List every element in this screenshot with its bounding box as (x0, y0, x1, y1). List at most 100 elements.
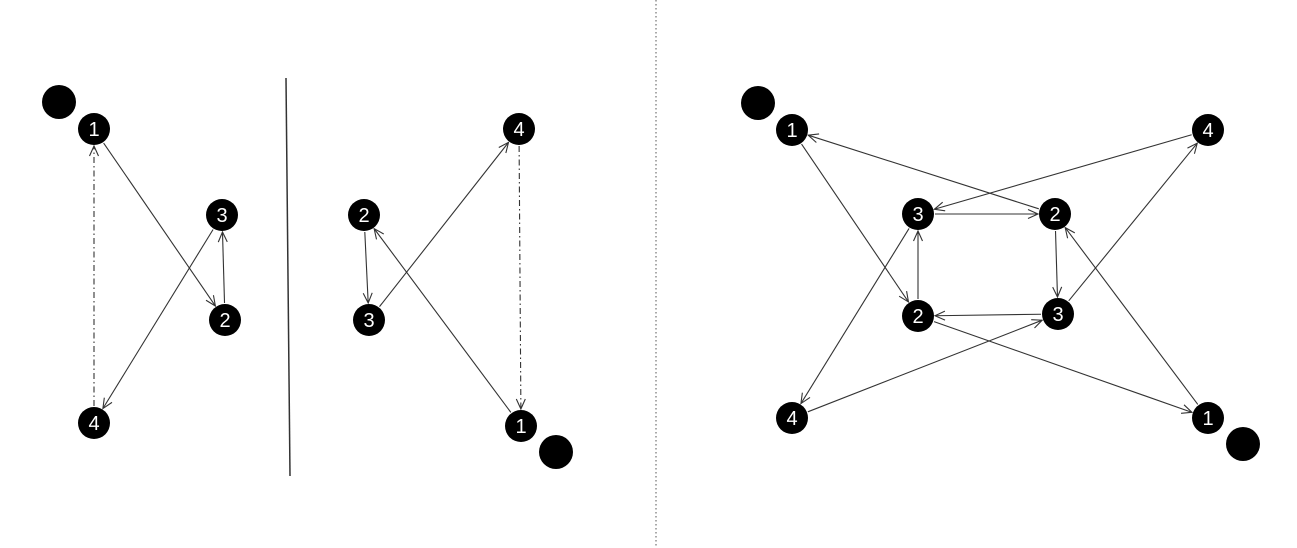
node-circle (78, 407, 110, 439)
start-marker (539, 435, 573, 469)
edge-line (373, 228, 512, 413)
node-label: 4 (88, 413, 99, 435)
node-label: 3 (1052, 304, 1063, 326)
start-markers (42, 85, 1260, 469)
arrowhead (1031, 319, 1044, 329)
node-m4: 4 (503, 113, 535, 145)
edge-line (518, 145, 522, 410)
arrowhead (362, 292, 373, 305)
node-circle (78, 113, 110, 145)
edge-m4-m1 (515, 145, 526, 411)
node-l1: 1 (78, 113, 110, 145)
edge-m3-m4 (379, 141, 510, 307)
node-circle (503, 113, 535, 145)
edge-line (364, 231, 369, 304)
node-circle (1192, 114, 1224, 146)
dividers (285, 0, 657, 548)
edge-r1a-r2b (801, 143, 910, 304)
arrowhead (933, 201, 946, 212)
node-circle (505, 410, 537, 442)
arrowhead (933, 310, 946, 321)
node-r4b: 4 (776, 402, 808, 434)
arrowhead (1180, 404, 1194, 414)
node-circle (776, 402, 808, 434)
node-r2a: 2 (1039, 198, 1071, 230)
arrowhead (515, 398, 526, 411)
arrowhead (498, 141, 510, 154)
node-label: 4 (513, 119, 524, 141)
node-l2: 2 (209, 304, 241, 336)
edge-r3b-r2b (933, 310, 1042, 321)
arrowhead (1064, 226, 1076, 239)
node-label: 4 (786, 408, 797, 430)
arrowhead (205, 295, 217, 308)
edge-line (1068, 142, 1198, 302)
node-label: 3 (363, 310, 374, 332)
node-r2b: 2 (902, 300, 934, 332)
node-l4: 4 (78, 407, 110, 439)
node-r1a: 1 (776, 114, 808, 146)
node-m3: 3 (353, 304, 385, 336)
edge-r2b-r1b (933, 321, 1194, 414)
node-label: 2 (358, 205, 369, 227)
panel-divider-solid (285, 77, 291, 477)
node-label: 2 (1049, 204, 1060, 226)
edge-m1-m2 (373, 227, 512, 413)
node-circle (902, 198, 934, 230)
node-m1: 1 (505, 410, 537, 442)
node-label: 1 (88, 119, 99, 141)
arrowhead (1187, 142, 1199, 154)
edge-l3-l4 (102, 229, 214, 410)
node-m2: 2 (348, 199, 380, 231)
edge-line (807, 319, 1043, 413)
arrowhead (898, 291, 910, 304)
edge-line (934, 313, 1042, 317)
arrowhead (1027, 208, 1040, 220)
edges-layer (88, 133, 1199, 414)
node-label: 1 (1202, 408, 1213, 430)
arrowhead (102, 397, 113, 410)
arrowhead (800, 392, 811, 405)
edge-line (800, 228, 910, 404)
node-circle (1192, 402, 1224, 434)
node-circle (902, 300, 934, 332)
edge-r3a-r2a (935, 208, 1040, 220)
edge-r4a-r3a (933, 134, 1192, 212)
edge-line (379, 142, 509, 307)
node-circle (209, 304, 241, 336)
node-circle (348, 199, 380, 231)
edge-l4-l1 (88, 144, 100, 406)
node-l3: 3 (206, 199, 238, 231)
edge-l2-l3 (217, 230, 228, 304)
start-marker (1226, 427, 1260, 461)
edge-r2a-r1a (806, 133, 1039, 210)
edge-l1-l2 (103, 142, 217, 308)
arrowhead (373, 227, 384, 240)
node-label: 1 (515, 416, 526, 438)
start-marker (42, 85, 76, 119)
edge-line (934, 134, 1192, 210)
node-circle (1042, 298, 1074, 330)
arrowhead (217, 230, 228, 243)
node-label: 4 (1202, 120, 1213, 142)
arrowhead (88, 144, 100, 157)
node-r3b: 3 (1042, 298, 1074, 330)
node-r4a: 4 (1192, 114, 1224, 146)
edge-line (1054, 230, 1059, 298)
arrowhead (1052, 286, 1063, 299)
node-circle (776, 114, 808, 146)
edge-r4b-r3b (807, 319, 1044, 413)
node-label: 2 (912, 306, 923, 328)
node-circle (1039, 198, 1071, 230)
node-label: 3 (912, 204, 923, 226)
node-label: 1 (786, 120, 797, 142)
edge-line (102, 229, 214, 409)
edge-r3a-r4b (800, 228, 910, 405)
edge-r1b-r2a (1064, 226, 1199, 405)
node-circle (206, 199, 238, 231)
node-label: 3 (216, 205, 227, 227)
edge-r2b-r3a (912, 229, 924, 299)
edge-line (103, 142, 216, 307)
edge-line (1064, 227, 1199, 405)
